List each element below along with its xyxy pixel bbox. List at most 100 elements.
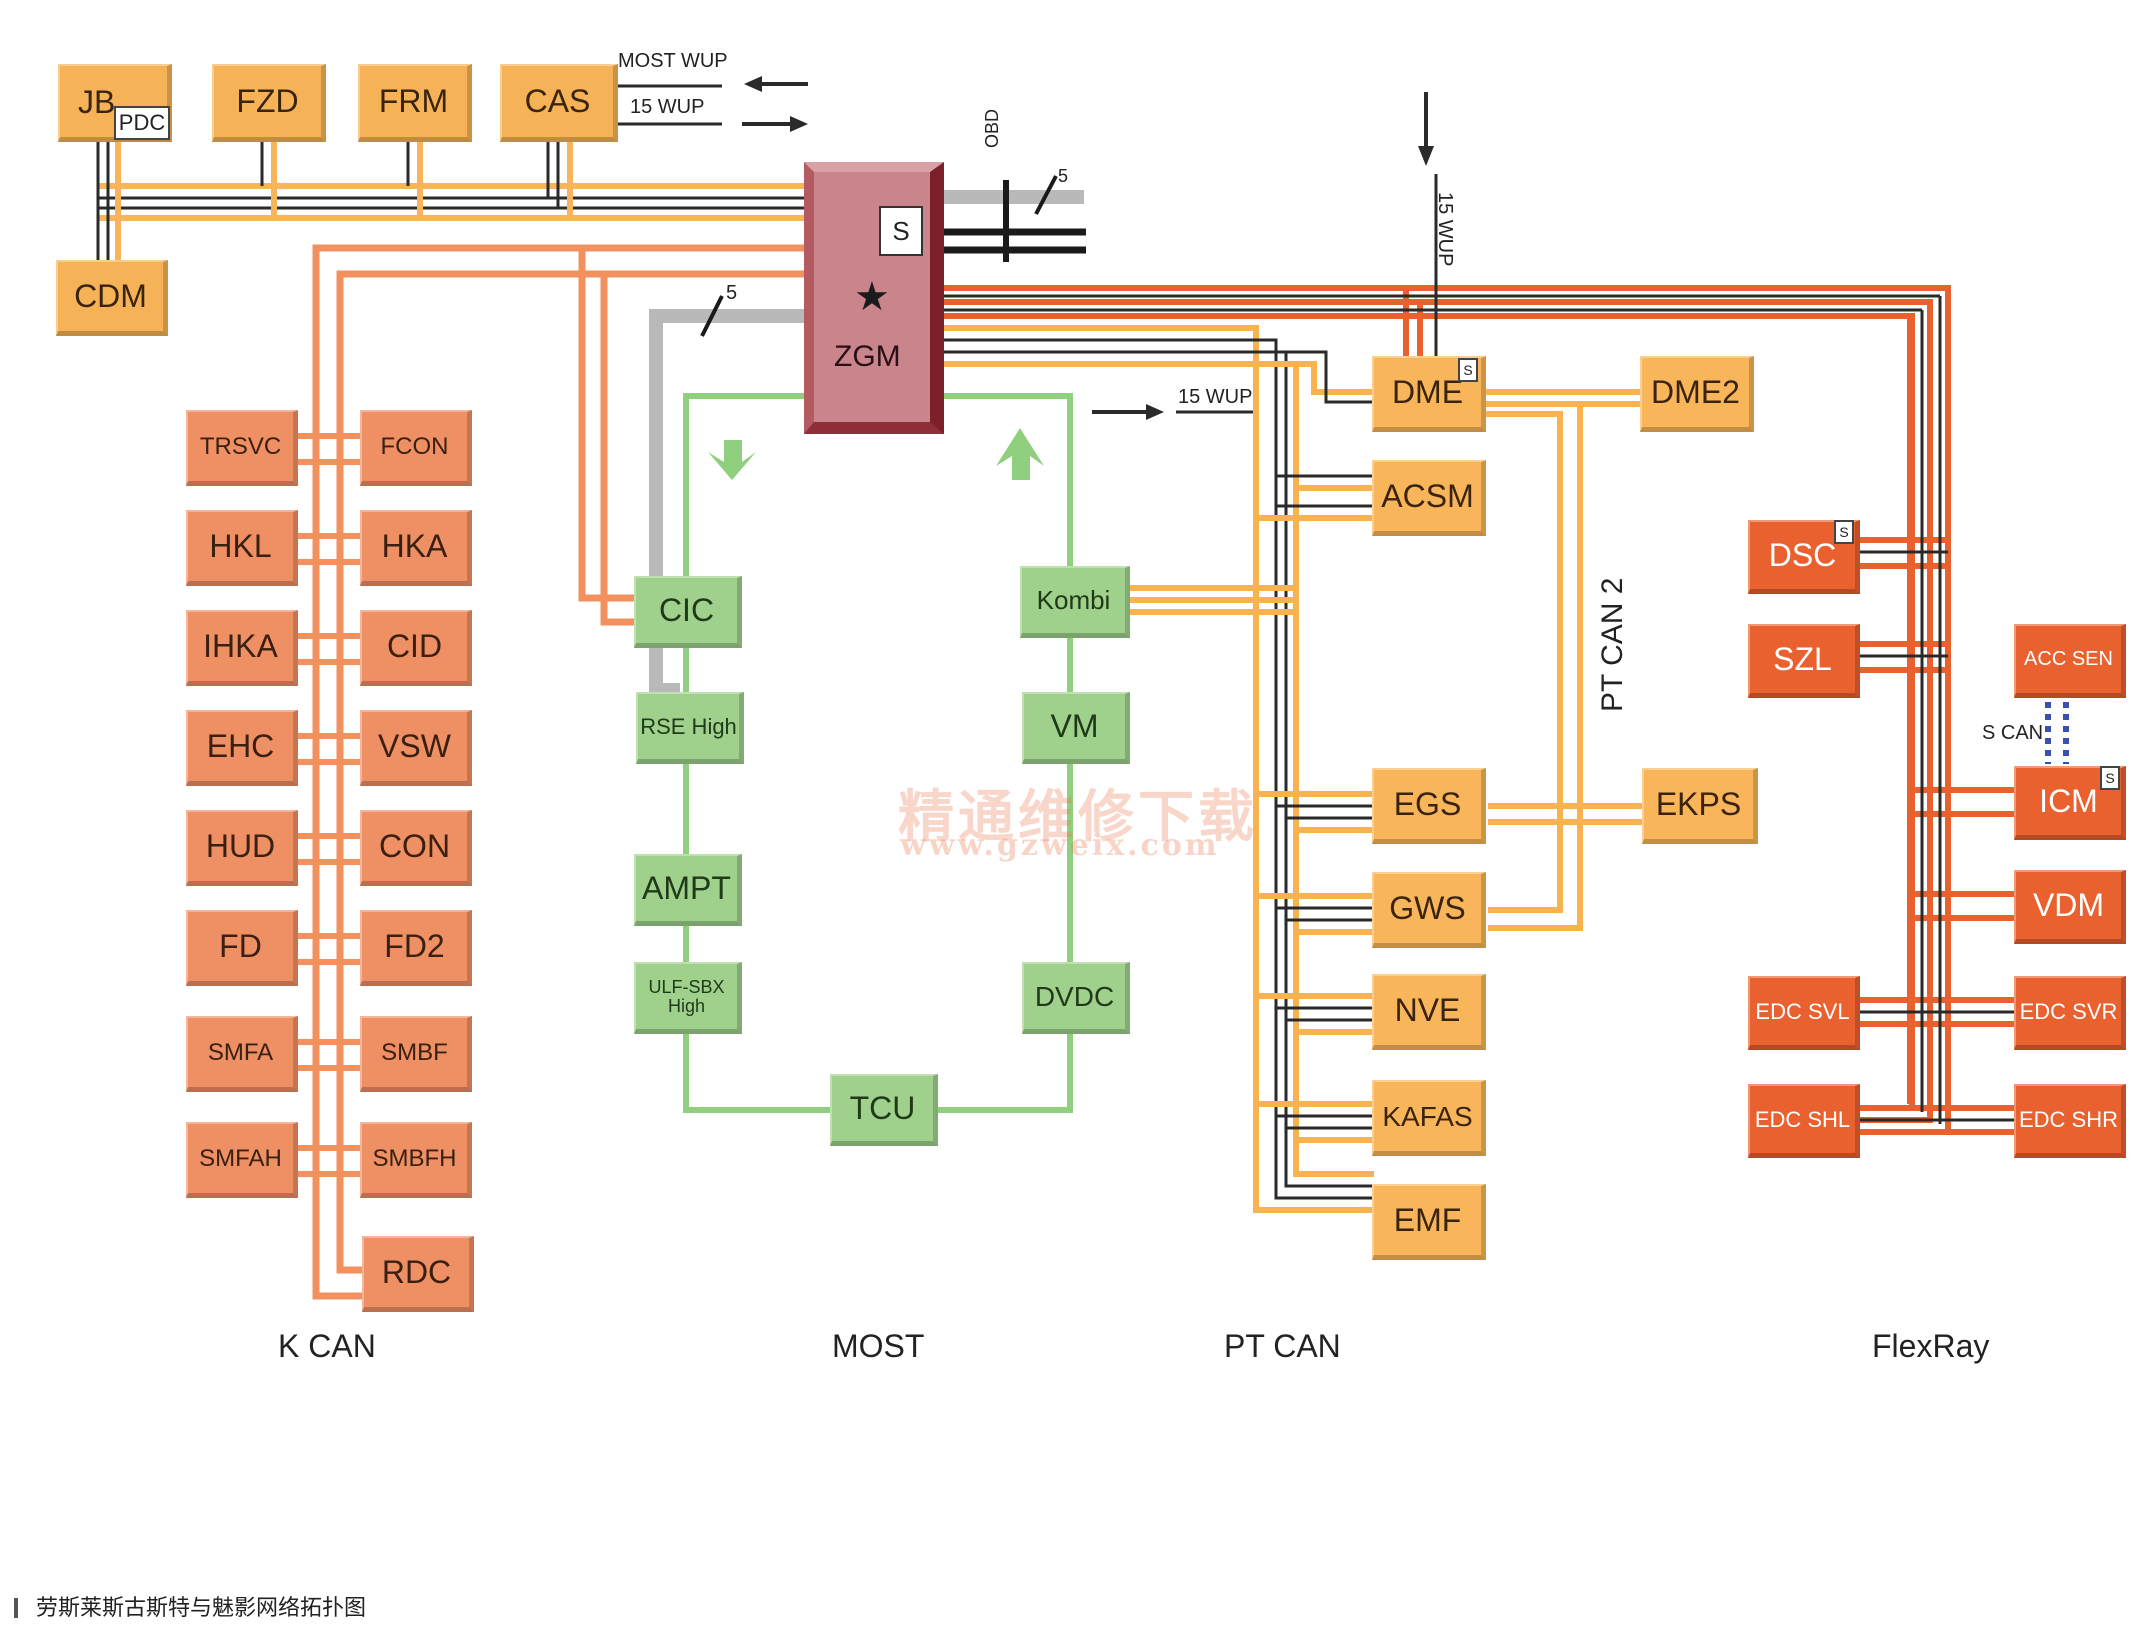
node-ehc-label: EHC xyxy=(206,727,275,764)
node-acsm[interactable]: ACSM xyxy=(1372,460,1486,536)
node-fd2[interactable]: FD2 xyxy=(360,910,472,986)
s-can-label: S CAN xyxy=(1982,722,2044,744)
pt-can-2-label: PT CAN 2 xyxy=(1596,577,1629,713)
node-edc-shl[interactable]: EDC SHL xyxy=(1748,1084,1860,1158)
node-kombi-label: Kombi xyxy=(1036,584,1111,615)
node-kafas[interactable]: KAFAS xyxy=(1372,1080,1486,1156)
node-gws[interactable]: GWS xyxy=(1372,872,1486,948)
node-kombi[interactable]: Kombi xyxy=(1020,566,1130,638)
node-nve[interactable]: NVE xyxy=(1372,974,1486,1050)
watermark-text: 精通维修下载 xyxy=(898,784,1258,850)
node-edc-svr[interactable]: EDC SVR xyxy=(2014,976,2126,1050)
top-15-wup-label: 15 WUP xyxy=(630,96,705,118)
obd-count-label: 5 xyxy=(1058,166,1069,186)
node-rdc[interactable]: RDC xyxy=(362,1236,474,1312)
node-pdc[interactable]: PDC xyxy=(114,106,170,140)
node-vsw-label: VSW xyxy=(378,727,451,764)
node-hkl[interactable]: HKL xyxy=(186,510,298,586)
node-ihka[interactable]: IHKA xyxy=(186,610,298,686)
node-zgm[interactable]: S ★ ZGM xyxy=(804,162,944,434)
pt-can-2-bus xyxy=(1486,389,1644,931)
node-con[interactable]: CON xyxy=(360,810,472,886)
dme-wup-arrow xyxy=(1418,92,1438,356)
node-dvdc[interactable]: DVDC xyxy=(1022,962,1130,1034)
node-hka[interactable]: HKA xyxy=(360,510,472,586)
zgm-star-icon: ★ xyxy=(854,275,890,319)
node-dvdc-label: DVDC xyxy=(1034,980,1115,1012)
pt-can-bus-label: PT CAN xyxy=(1224,1328,1341,1364)
node-smfah[interactable]: SMFAH xyxy=(186,1122,298,1198)
node-kafas-label: KAFAS xyxy=(1382,1100,1473,1132)
node-fcon[interactable]: FCON xyxy=(360,410,472,486)
s-can-link xyxy=(2045,702,2069,764)
obd-label: OBD xyxy=(982,108,1002,148)
node-trsvc[interactable]: TRSVC xyxy=(186,410,298,486)
node-fd[interactable]: FD xyxy=(186,910,298,986)
node-rse-high[interactable]: RSE High xyxy=(636,692,744,764)
node-vm-label: VM xyxy=(1050,707,1099,744)
dme-security-badge: S xyxy=(1458,358,1478,382)
node-cdm-label: CDM xyxy=(74,277,147,314)
node-smfa[interactable]: SMFA xyxy=(186,1016,298,1092)
node-szl[interactable]: SZL xyxy=(1748,624,1860,698)
node-acc-sen-label: ACC SEN xyxy=(2024,648,2113,670)
most-direction-arrows xyxy=(708,428,1044,480)
node-smfah-label: SMFAH xyxy=(199,1144,282,1172)
node-ulf-sbx-label: ULF-SBX xyxy=(648,976,725,997)
node-ulf-sbx-high[interactable]: ULF-SBX High xyxy=(634,962,742,1034)
node-cdm[interactable]: CDM xyxy=(56,260,168,336)
gray-line-count-label: 5 xyxy=(726,282,738,304)
node-fcon-label: FCON xyxy=(380,432,449,460)
node-acc-sen[interactable]: ACC SEN xyxy=(2014,624,2126,698)
node-egs[interactable]: EGS xyxy=(1372,768,1486,844)
node-smbfh-label: SMBFH xyxy=(372,1144,457,1172)
gray-rse-line xyxy=(649,295,806,697)
node-cid-label: CID xyxy=(386,627,443,664)
k-can-bus xyxy=(296,244,806,1300)
node-edc-svl-label: EDC SVL xyxy=(1755,998,1850,1024)
node-hud[interactable]: HUD xyxy=(186,810,298,886)
node-dsc-label: DSC xyxy=(1768,536,1837,573)
node-tcu-label: TCU xyxy=(849,1089,916,1126)
node-smbfh[interactable]: SMBFH xyxy=(360,1122,472,1198)
flexray-dark-lines xyxy=(944,294,2016,1124)
node-vm[interactable]: VM xyxy=(1022,692,1130,764)
node-edc-shr[interactable]: EDC SHR xyxy=(2014,1084,2126,1158)
most-wup-label: MOST WUP xyxy=(618,50,728,72)
figure-caption: 劳斯莱斯古斯特与魅影网络拓扑图 xyxy=(14,1590,366,1622)
node-emf-label: EMF xyxy=(1393,1201,1462,1238)
zgm-label: ZGM xyxy=(834,340,901,373)
most-bus-label: MOST xyxy=(832,1328,925,1364)
caption-marker xyxy=(14,1598,18,1618)
node-fzd-label: FZD xyxy=(236,82,299,119)
node-cic-label: CIC xyxy=(658,591,715,628)
node-cic[interactable]: CIC xyxy=(634,576,742,648)
node-smfa-label: SMFA xyxy=(207,1038,274,1066)
node-smbf[interactable]: SMBF xyxy=(360,1016,472,1092)
node-edc-svr-label: EDC SVR xyxy=(2019,998,2118,1024)
node-egs-label: EGS xyxy=(1393,785,1462,822)
node-ampt[interactable]: AMPT xyxy=(634,854,742,926)
node-ehc[interactable]: EHC xyxy=(186,710,298,786)
node-cid[interactable]: CID xyxy=(360,610,472,686)
node-rdc-label: RDC xyxy=(381,1253,452,1290)
node-cas[interactable]: CAS xyxy=(500,64,618,142)
pt-can-bus xyxy=(944,325,1374,1213)
node-dme2[interactable]: DME2 xyxy=(1640,356,1754,432)
node-emf[interactable]: EMF xyxy=(1372,1184,1486,1260)
node-vsw[interactable]: VSW xyxy=(360,710,472,786)
node-fzd[interactable]: FZD xyxy=(212,64,326,142)
node-trsvc-label: TRSVC xyxy=(199,432,282,460)
node-tcu[interactable]: TCU xyxy=(830,1074,938,1146)
zgm-security-badge: S xyxy=(879,206,923,256)
node-acsm-label: ACSM xyxy=(1381,477,1474,514)
node-vdm[interactable]: VDM xyxy=(2014,870,2126,944)
node-edc-svl[interactable]: EDC SVL xyxy=(1748,976,1860,1050)
node-hka-label: HKA xyxy=(381,527,448,564)
node-con-label: CON xyxy=(378,827,451,864)
node-ekps[interactable]: EKPS xyxy=(1642,768,1758,844)
node-frm[interactable]: FRM xyxy=(358,64,472,142)
node-szl-label: SZL xyxy=(1773,640,1832,677)
node-jb-label: JB xyxy=(78,84,116,120)
